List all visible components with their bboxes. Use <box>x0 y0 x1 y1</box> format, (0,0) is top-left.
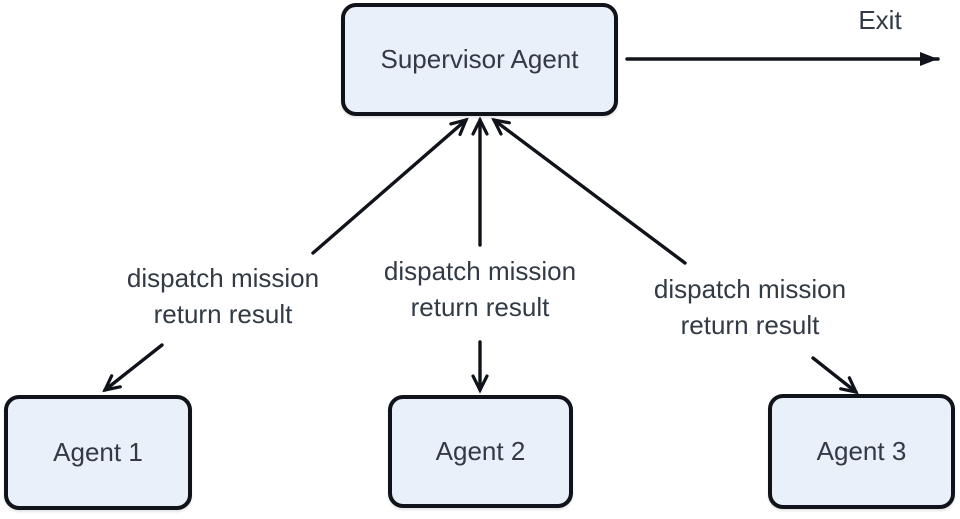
node-agent-1-label: Agent 1 <box>53 437 143 467</box>
edge-label-agent1-line2: return result <box>153 299 293 329</box>
node-agent-3: Agent 3 <box>768 394 955 509</box>
edge-label-agent1-line1: dispatch mission <box>126 263 320 293</box>
node-agent-2-label: Agent 2 <box>435 436 526 466</box>
exit-label: Exit <box>858 5 902 35</box>
node-agent-1: Agent 1 <box>4 395 192 510</box>
node-supervisor-agent-label: Supervisor Agent <box>380 44 579 74</box>
edge-label-agent2-line1: dispatch mission <box>383 256 577 286</box>
edge-label-agent3-line2: return result <box>680 310 820 340</box>
node-agent-2: Agent 2 <box>388 395 573 508</box>
edge-label-agent2-line2: return result <box>410 292 550 322</box>
edge-agent3-to-supervisor-line <box>491 117 687 265</box>
node-agent-3-label: Agent 3 <box>816 436 907 466</box>
edge-supervisor-to-agent1-line <box>102 343 164 393</box>
edge-agent1-to-supervisor-line <box>311 117 469 255</box>
edge-label-agent1: dispatch mission return result <box>88 260 358 332</box>
edge-label-agent3: dispatch mission return result <box>615 271 885 343</box>
edge-label-agent2: dispatch mission return result <box>345 253 615 325</box>
node-supervisor-agent: Supervisor Agent <box>341 3 618 116</box>
edge-supervisor-to-agent3-line <box>811 356 859 395</box>
edge-label-agent3-line1: dispatch mission <box>653 274 847 304</box>
